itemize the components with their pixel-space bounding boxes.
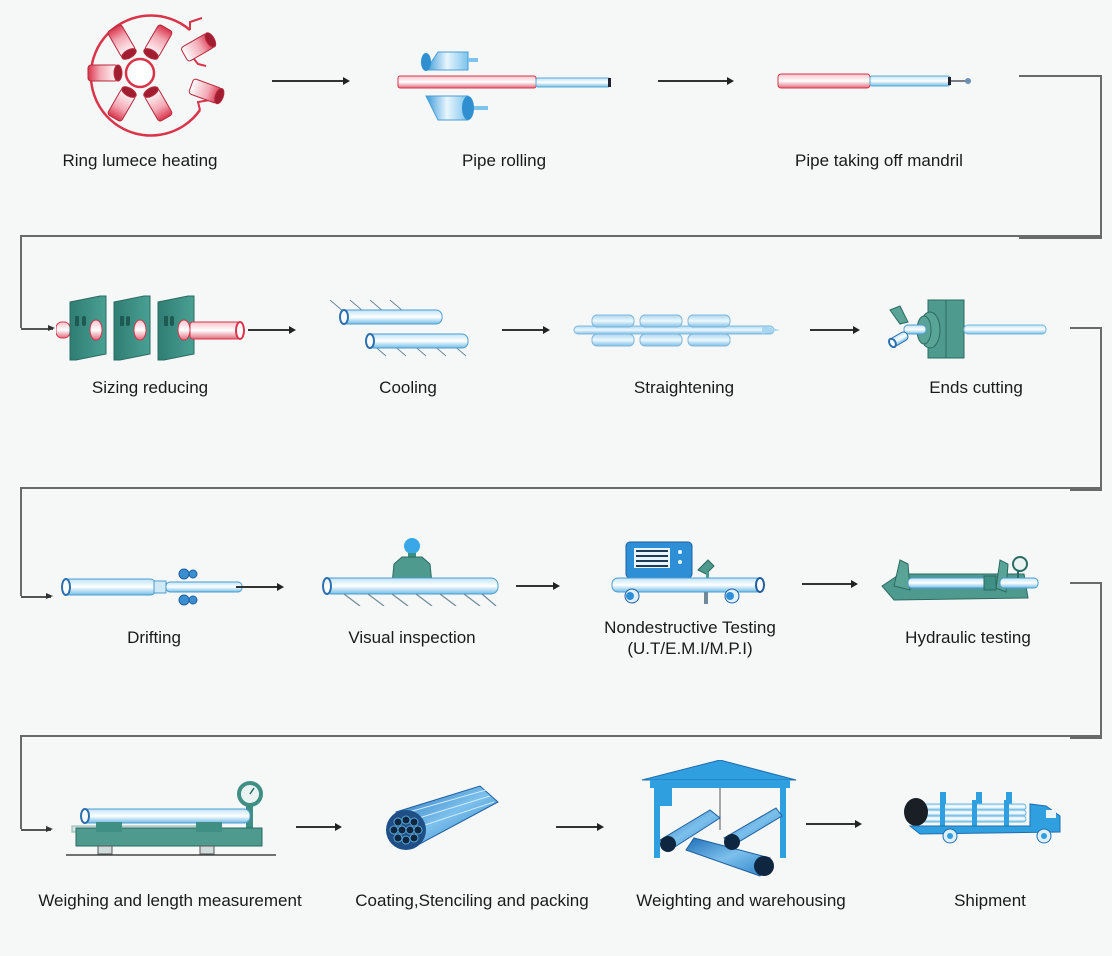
- flow-connector: [20, 735, 1100, 737]
- end-cutter-icon: [888, 299, 1047, 359]
- pipe-rolling-icon: [397, 51, 611, 121]
- step-label: Ends cutting: [929, 378, 1023, 397]
- step-label: Sizing reducing: [91, 378, 209, 397]
- flow-arrow: [236, 583, 284, 591]
- step-label: Weighting and warehousing: [636, 891, 846, 910]
- step-label: Cooling: [379, 378, 437, 397]
- flow-connector: [1019, 75, 1102, 239]
- step-label: Ring lumece heating: [62, 151, 218, 170]
- flow-arrow: [296, 823, 342, 831]
- flow-connector: [20, 487, 1100, 489]
- mandrel-extraction-icon: [777, 73, 971, 89]
- truck-icon: [904, 792, 1061, 844]
- step-label: Nondestructive Testing: [604, 618, 776, 637]
- flow-connector: [1070, 327, 1102, 491]
- flow-connector: [20, 735, 22, 829]
- flow-arrow: [516, 582, 560, 590]
- flow-arrow: [248, 326, 296, 334]
- flow-arrow: [21, 593, 53, 599]
- pipe-bundle-icon: [386, 785, 499, 850]
- warehouse-icon: [641, 760, 797, 877]
- flow-connector: [20, 487, 22, 596]
- flow-connector: [1070, 582, 1102, 739]
- flow-arrow: [502, 326, 550, 334]
- flow-arrow: [556, 823, 604, 831]
- sizing-mill-icon: [56, 295, 245, 361]
- flow-arrow: [658, 77, 734, 85]
- flow-arrow: [272, 77, 350, 85]
- flow-arrow: [21, 325, 55, 331]
- flow-arrow: [21, 826, 53, 832]
- ndt-machine-icon: [611, 541, 765, 604]
- ring-furnace-icon: [87, 14, 225, 137]
- flow-connector: [20, 235, 22, 328]
- hydraulic-tester-icon: [881, 556, 1039, 601]
- step-label: Drifting: [127, 628, 181, 647]
- step-label: Shipment: [954, 891, 1026, 910]
- straightener-icon: [573, 314, 780, 347]
- step-label: Visual inspection: [348, 628, 476, 647]
- inspector-icon: [322, 538, 499, 606]
- step-label: Pipe taking off mandril: [795, 151, 963, 170]
- drift-test-icon: [61, 568, 243, 606]
- step-label: Coating,Stenciling and packing: [355, 891, 589, 910]
- flow-connector: [20, 235, 1100, 237]
- step-label: Hydraulic testing: [905, 628, 1031, 647]
- step-label: Weighing and length measurement: [38, 891, 302, 910]
- step-label: Pipe rolling: [461, 151, 547, 170]
- flow-arrow: [802, 580, 858, 588]
- cooling-bed-icon: [329, 300, 469, 357]
- flow-arrow: [806, 820, 862, 828]
- flow-arrow: [810, 326, 860, 334]
- weighing-scale-icon: [66, 781, 276, 856]
- step-label-secondary: (U.T/E.M.I/M.P.I): [627, 639, 753, 658]
- step-label: Straightening: [633, 378, 735, 397]
